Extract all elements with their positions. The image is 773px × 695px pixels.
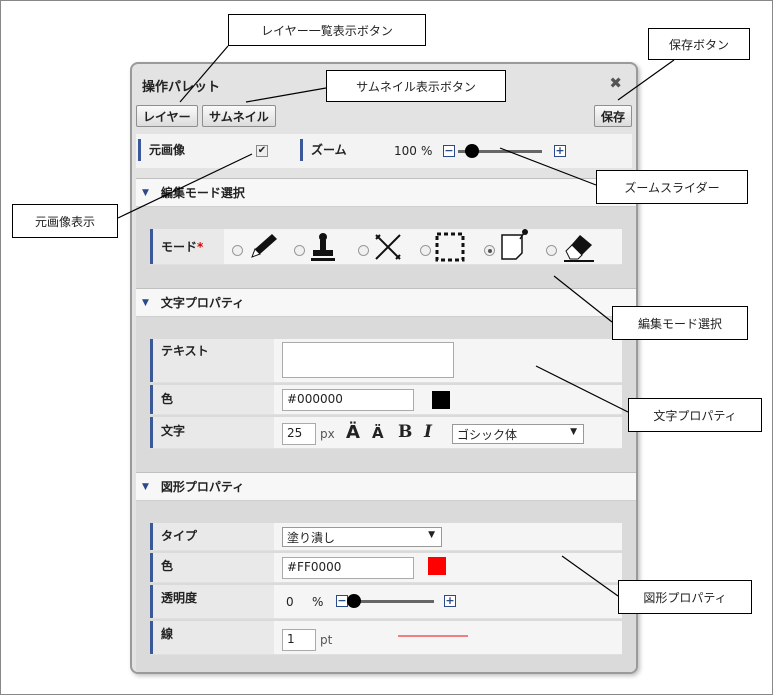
shape-type-row: タイプ 塗り潰し▼	[150, 523, 622, 551]
text-label: テキスト	[150, 339, 274, 382]
shape-properties-title: 図形プロパティ	[160, 480, 245, 494]
collapse-triangle-icon: ▼	[142, 297, 149, 308]
collapse-triangle-icon: ▼	[142, 187, 149, 198]
edit-mode-section: ▼ 編集モード選択 モード*	[136, 178, 636, 288]
font-family-select[interactable]: ゴシック体▼	[452, 424, 584, 444]
edit-mode-header[interactable]: ▼ 編集モード選択	[136, 179, 636, 207]
text-input[interactable]	[282, 342, 454, 378]
text-row: テキスト	[150, 339, 622, 383]
font-decrease-icon[interactable]: Ä	[372, 424, 384, 442]
opacity-row: 透明度 0 % − +	[150, 585, 622, 619]
opacity-decrease-icon[interactable]: −	[336, 594, 348, 607]
callout-thumbnail: サムネイル表示ボタン	[326, 70, 506, 102]
mode-row: モード*	[150, 229, 622, 265]
opacity-label: 透明度	[150, 585, 274, 618]
font-size-input[interactable]: 25	[282, 423, 316, 445]
zoom-in-icon[interactable]: +	[554, 144, 566, 157]
opacity-slider-knob[interactable]	[347, 594, 362, 608]
text-color-row: 色 #000000	[150, 385, 622, 415]
zoom-out-icon[interactable]: −	[443, 144, 455, 157]
edit-mode-title: 編集モード選択	[160, 186, 245, 200]
mode-radio-ruler[interactable]	[358, 245, 369, 256]
shape-properties-header[interactable]: ▼ 図形プロパティ	[136, 473, 636, 501]
zoom-value: 100	[394, 144, 417, 158]
callout-zoom-slider: ズームスライダー	[596, 170, 748, 204]
font-label: 文字	[150, 417, 274, 448]
font-increase-icon[interactable]: Ä	[346, 422, 360, 443]
opacity-increase-icon[interactable]: +	[444, 594, 456, 607]
shape-type-select[interactable]: 塗り潰し▼	[282, 527, 442, 547]
font-size-unit: px	[320, 427, 335, 441]
line-width-input[interactable]: 1	[282, 629, 316, 651]
pencil-icon[interactable]	[246, 231, 280, 263]
zoom-unit: %	[421, 144, 433, 158]
original-image-label: 元画像	[138, 139, 185, 161]
line-preview	[398, 635, 468, 637]
shape-color-swatch[interactable]	[428, 557, 446, 575]
callout-layer-list: レイヤー一覧表示ボタン	[228, 14, 426, 46]
shape-color-row: 色 #FF0000	[150, 553, 622, 583]
callout-edit-mode: 編集モード選択	[612, 306, 748, 340]
callout-original-display: 元画像表示	[12, 204, 118, 238]
text-properties-title: 文字プロパティ	[160, 296, 245, 310]
palette-title: 操作パレット	[142, 80, 221, 95]
zoom-label: ズーム	[300, 139, 347, 161]
callout-shape-properties: 図形プロパティ	[618, 580, 752, 614]
operation-palette: 操作パレット ✖ レイヤー サムネイル 保存 元画像 ✔ ズーム 100 % −…	[130, 62, 638, 674]
shape-properties-section: ▼ 図形プロパティ タイプ 塗り潰し▼ 色 #FF0000 透明度 0 % − +…	[136, 472, 636, 672]
line-width-unit: pt	[320, 633, 333, 647]
original-image-checkbox[interactable]: ✔	[256, 145, 268, 157]
thumbnail-button[interactable]: サムネイル	[202, 105, 276, 127]
mode-radio-eraser[interactable]	[546, 245, 557, 256]
collapse-triangle-icon: ▼	[142, 481, 149, 492]
note-pin-icon[interactable]	[498, 229, 530, 263]
italic-icon[interactable]: I	[424, 422, 432, 442]
shape-color-input[interactable]: #FF0000	[282, 557, 414, 579]
bold-icon[interactable]: B	[398, 422, 413, 442]
ruler-pencil-icon[interactable]	[372, 231, 404, 263]
zoom-slider-knob[interactable]	[465, 144, 480, 158]
save-button[interactable]: 保存	[593, 105, 632, 127]
mode-label: モード*	[150, 229, 224, 264]
opacity-unit: %	[312, 595, 324, 609]
mode-radio-select[interactable]	[420, 245, 431, 256]
close-icon[interactable]: ✖	[609, 74, 622, 92]
eraser-icon[interactable]	[562, 231, 596, 263]
callout-text-properties: 文字プロパティ	[628, 398, 762, 432]
line-label: 線	[150, 621, 274, 654]
mode-radio-pencil[interactable]	[232, 245, 243, 256]
stamp-icon[interactable]	[308, 231, 338, 263]
rectangle-select-icon[interactable]	[434, 231, 466, 263]
text-color-label: 色	[150, 385, 274, 414]
mode-radio-stamp[interactable]	[294, 245, 305, 256]
opacity-slider-track[interactable]	[350, 600, 434, 603]
callout-save: 保存ボタン	[648, 28, 750, 60]
text-color-swatch[interactable]	[432, 391, 450, 409]
shape-type-label: タイプ	[150, 523, 274, 550]
text-properties-header[interactable]: ▼ 文字プロパティ	[136, 289, 636, 317]
shape-color-label: 色	[150, 553, 274, 582]
text-color-input[interactable]: #000000	[282, 389, 414, 411]
mode-radio-note[interactable]	[484, 245, 495, 256]
layer-button[interactable]: レイヤー	[136, 105, 198, 127]
text-properties-section: ▼ 文字プロパティ テキスト 色 #000000 文字 25 px Ä Ä B I…	[136, 288, 636, 472]
opacity-value[interactable]: 0	[286, 595, 294, 609]
font-row: 文字 25 px Ä Ä B I ゴシック体▼	[150, 417, 622, 449]
line-row: 線 1 pt	[150, 621, 622, 655]
